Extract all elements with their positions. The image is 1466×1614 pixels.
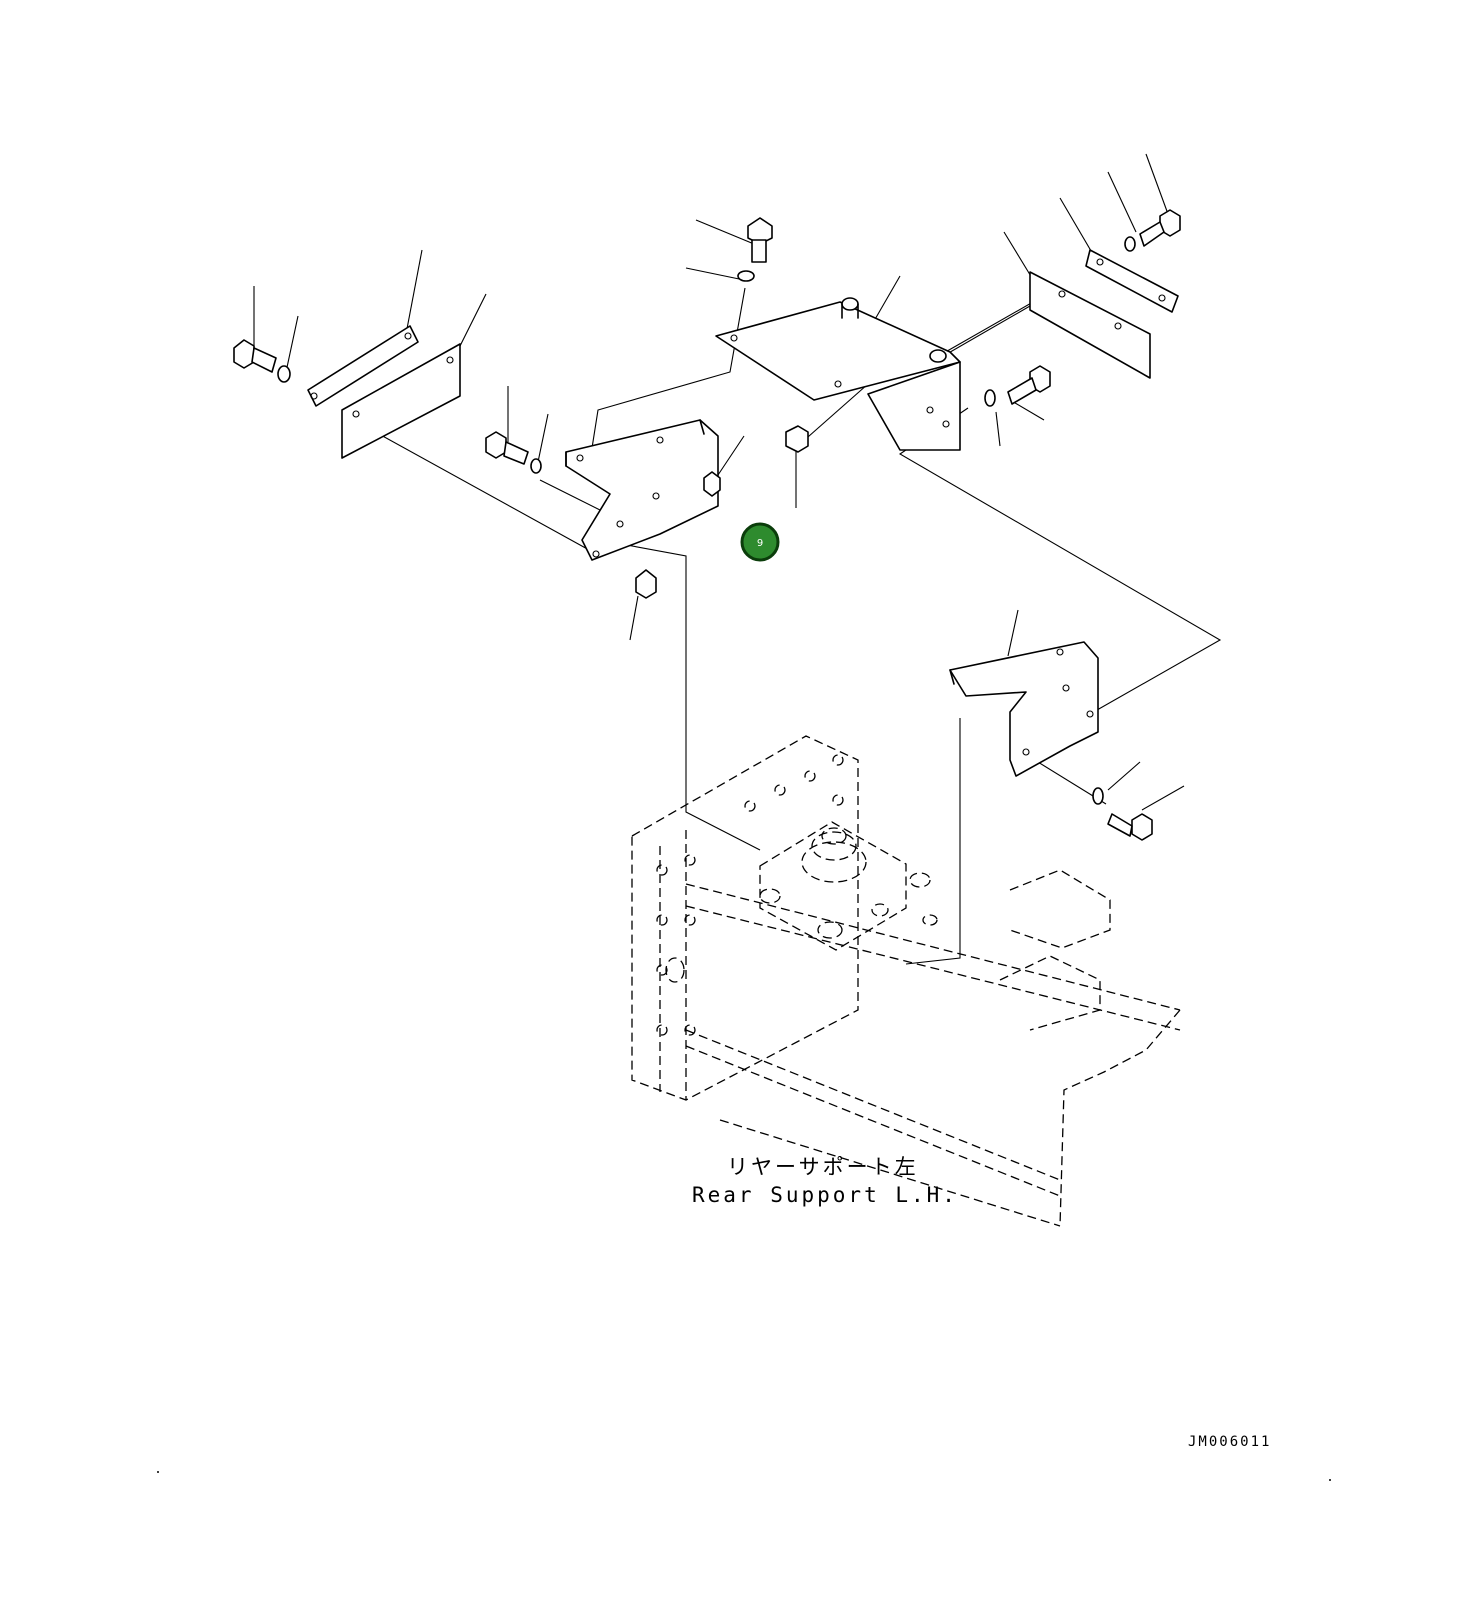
bolt-right-upper: [1139, 209, 1181, 247]
callout-9[interactable]: 9: [740, 522, 780, 562]
bolt-right-lower: [1107, 813, 1153, 841]
washers: [277, 236, 1136, 805]
drawing-id: JM006011: [1188, 1434, 1271, 1450]
caption-japanese: リヤーサポート左: [727, 1155, 919, 1179]
left-mounting-bracket: [565, 419, 719, 561]
nuts: [635, 425, 809, 599]
bolt-left-1: [233, 339, 277, 373]
bolt-top-center: [747, 217, 773, 263]
callout-9-label: 9: [757, 538, 763, 549]
top-mounting-plate: [715, 297, 961, 451]
corner-mark-left: [157, 1471, 159, 1473]
valve-assembly: [759, 821, 938, 951]
callout-9-marker[interactable]: [740, 522, 780, 562]
right-cover-plate: [1029, 271, 1151, 379]
right-shim-plate: [1085, 249, 1179, 313]
corner-mark-right: [1329, 1479, 1331, 1481]
left-shim-plate: [307, 325, 419, 407]
leader-lines: [253, 153, 1222, 965]
caption-english: Rear Support L.H.: [692, 1183, 958, 1207]
right-mounting-bracket: [949, 641, 1099, 777]
left-cover-plate: [341, 343, 461, 459]
rear-support-frame: [631, 735, 1181, 1227]
bolt-right-middle: [1007, 365, 1051, 405]
bolt-center-left: [485, 431, 529, 465]
